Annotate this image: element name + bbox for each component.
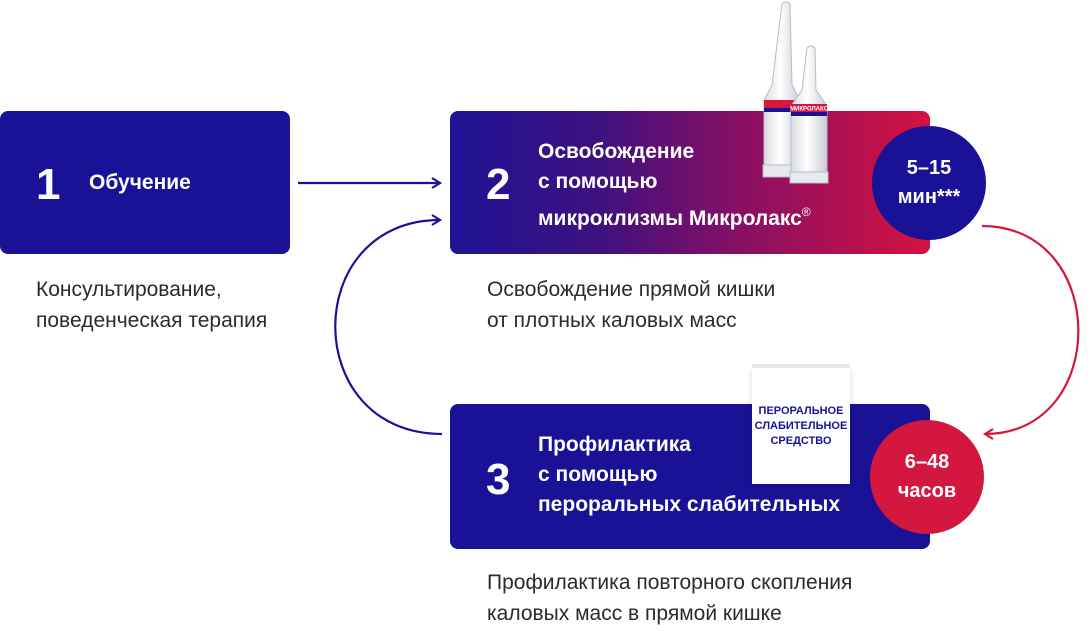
step-2-box: 2 Освобождение с помощью микроклизмы Мик… — [450, 111, 930, 254]
step-3-title: Профилактика с помощью пероральных слаби… — [538, 430, 840, 520]
step-2-title-line: Освобождение — [538, 140, 695, 163]
step-1-description-line: Консультирование, — [36, 278, 222, 301]
arrow-step2-to-step3 — [981, 224, 1080, 440]
step-2-description: Освобождение прямой кишки от плотных кал… — [487, 274, 775, 336]
product-label-line: СЛАБИТЕЛЬНОЕ — [754, 420, 848, 432]
step-3-title-line: Профилактика — [538, 433, 691, 456]
step-1-title: Обучение — [89, 168, 191, 198]
step-1-description: Консультирование, поведенческая терапия — [36, 274, 267, 336]
step-2-number: 2 — [486, 160, 511, 209]
step-2-title-line: с помощью — [538, 170, 658, 193]
step-2-title-line-3: микроклизмы Микролакс® — [538, 197, 811, 234]
step-1-description-line: поведенческая терапия — [36, 309, 268, 332]
time-badge-step-3: 6–48 часов — [870, 420, 984, 534]
step-2-description-line: от плотных каловых масс — [487, 309, 737, 332]
step-1-box: 1 Обучение — [0, 111, 290, 254]
time-badge-value: 5–15 — [906, 157, 952, 179]
step-3-description-line: каловых масс в прямой кишке — [487, 602, 782, 625]
product-label-line: ПЕРОРАЛЬНОЕ — [758, 405, 844, 417]
step-3-title-line: с помощью — [538, 463, 658, 486]
oral-laxative-product-image — [752, 368, 850, 484]
time-badge-unit: часов — [897, 480, 957, 502]
step-1-title-line: Обучение — [89, 171, 191, 194]
time-badge-value: 6–48 — [904, 451, 950, 473]
arrow-step3-to-step2 — [334, 214, 443, 436]
step-3-box: 3 Профилактика с помощью пероральных сла… — [450, 404, 930, 549]
time-badge-unit: мин*** — [897, 186, 961, 208]
step-3-title-line: пероральных слабительных — [538, 493, 840, 516]
step-3-description-line: Профилактика повторного скопления — [487, 571, 853, 594]
step-3-description: Профилактика повторного скопления каловы… — [487, 567, 852, 629]
step-2-title-line-text: микроклизмы Микролакс — [538, 207, 802, 230]
step-2-title: Освобождение с помощью микроклизмы Микро… — [538, 137, 811, 234]
tube-brand-text: МИКРОЛАКС — [790, 107, 829, 113]
time-badge-step-2: 5–15 мин*** — [872, 126, 986, 240]
step-1-number: 1 — [36, 160, 61, 209]
oral-laxative-label: ПЕРОРАЛЬНОЕ СЛАБИТЕЛЬНОЕ СРЕДСТВО — [752, 404, 850, 449]
microlax-tubes-image: МИКРОЛАКС — [762, 1, 829, 184]
registered-mark: ® — [801, 205, 811, 219]
step-3-number: 3 — [486, 455, 511, 504]
product-label-line: СРЕДСТВО — [770, 435, 832, 447]
step-2-description-line: Освобождение прямой кишки — [487, 278, 776, 301]
